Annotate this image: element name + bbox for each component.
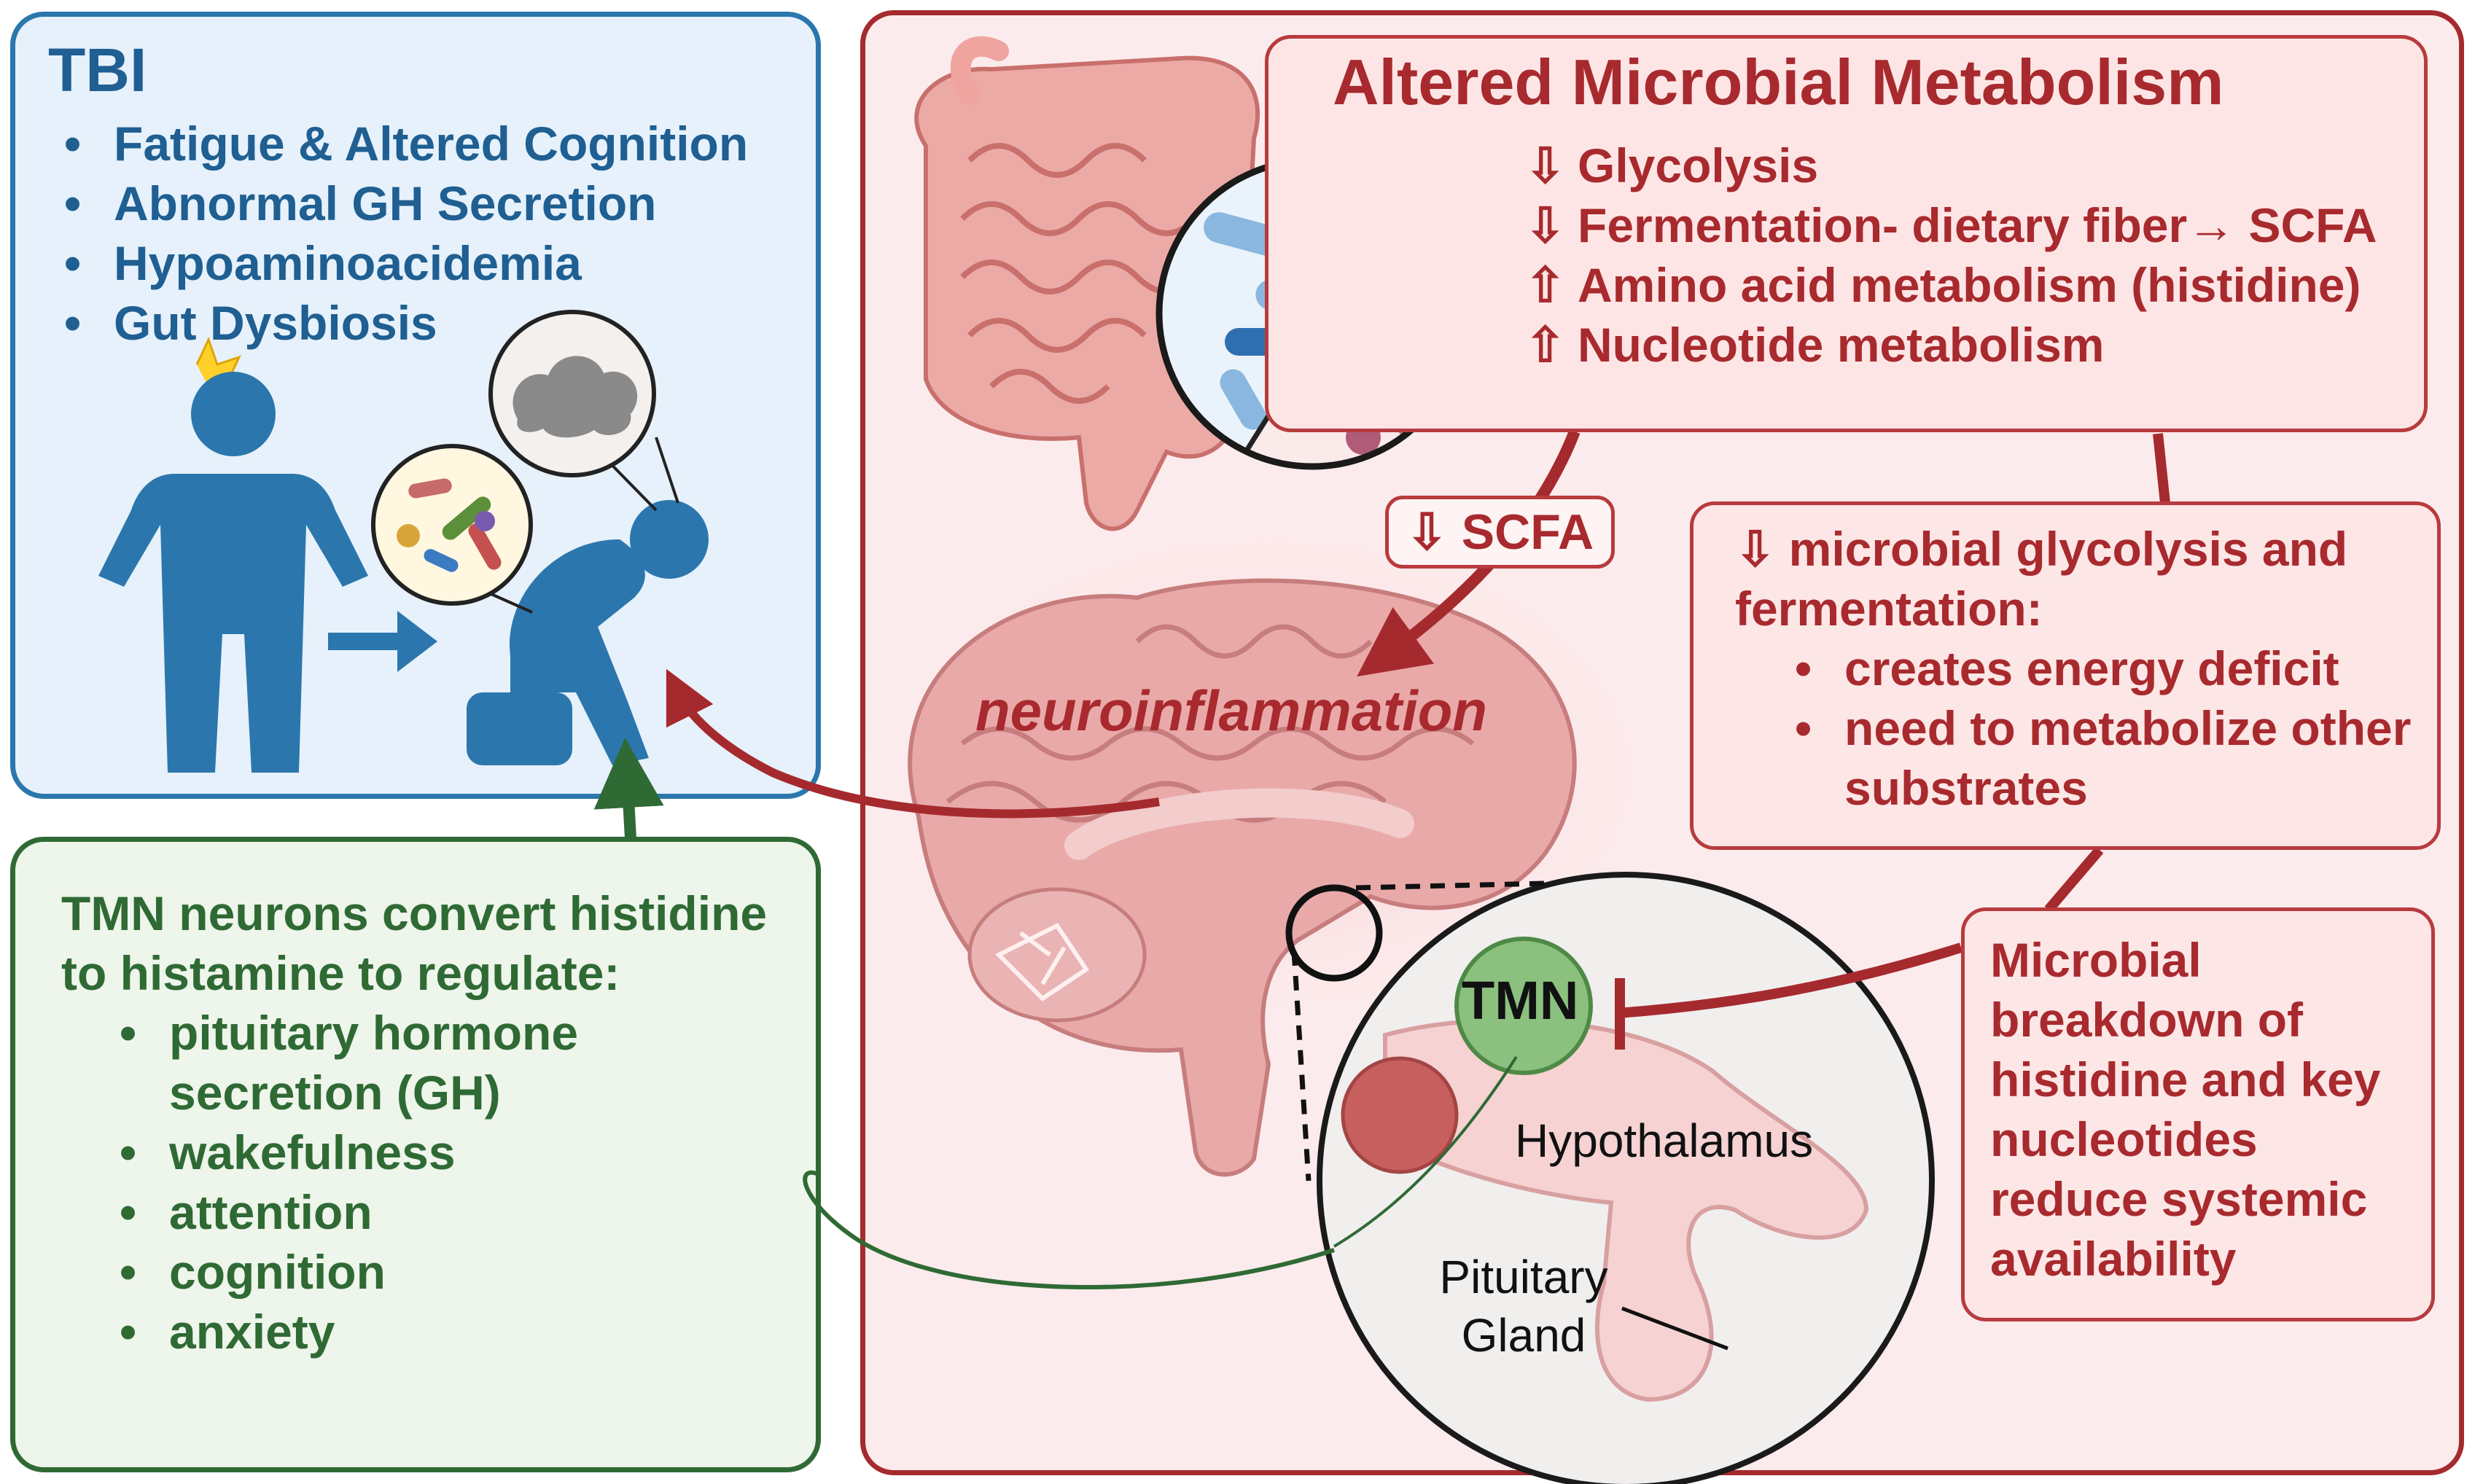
tmn-label: TMN [1462, 970, 1579, 1031]
histidine-breakdown-box [1961, 907, 2435, 1321]
list-item: attention [112, 1182, 798, 1242]
metabolism-title: Altered Microbial Metabolism [1333, 46, 2224, 118]
increase-arrow-icon: ⇧ [1525, 258, 1566, 312]
tmn-text: TMN neurons convert histidine to histami… [61, 883, 798, 1362]
brain-illustration [860, 510, 1677, 1177]
tmn-heading: TMN neurons convert histidine to histami… [61, 886, 768, 1000]
metabolism-change-list: ⇩Glycolysis ⇩Fermentation- dietary fiber… [1525, 136, 2377, 375]
list-item: ⇧Amino acid metabolism (histidine) [1525, 255, 2377, 315]
connectors [593, 429, 2170, 1289]
list-item: ⇩Fermentation- dietary fiber→ SCFA [1525, 195, 2377, 255]
glycolysis-list: creates energy deficit need to metaboliz… [1788, 638, 2435, 818]
increase-arrow-icon: ⇧ [1525, 318, 1566, 372]
list-item: wakefulness [112, 1122, 798, 1182]
tbi-title: TBI [48, 36, 147, 104]
list-item: anxiety [112, 1302, 798, 1362]
list-item: Gut Dysbiosis [57, 293, 815, 353]
glycolysis-text: ⇩ microbial glycolysis and fermentation:… [1735, 519, 2435, 818]
breakdown-text: Microbial breakdown of histidine and key… [1990, 933, 2381, 1286]
list-item: creates energy deficit [1788, 638, 2435, 698]
tmn-function-list: pituitary hormone secretion (GH) wakeful… [112, 1003, 798, 1362]
intestine-illustration [914, 36, 1260, 531]
neuroinflammation-label: neuroinflammation [975, 679, 1488, 743]
decrease-arrow-icon: ⇩ [1525, 198, 1566, 252]
list-item: ⇩Glycolysis [1525, 136, 2377, 195]
list-item: Fatigue & Altered Cognition [57, 114, 815, 173]
list-item: pituitary hormone secretion (GH) [112, 1003, 798, 1122]
pituitary-label: Pituitary Gland [1439, 1251, 1608, 1362]
list-item: ⇧Nucleotide metabolism [1525, 315, 2377, 375]
hypothalamus-label: Hypothalamus [1515, 1114, 1814, 1167]
tbi-symptom-list: Fatigue & Altered Cognition Abnormal GH … [57, 114, 815, 353]
glycolysis-heading: ⇩ microbial glycolysis and fermentation: [1735, 522, 2348, 636]
scfa-label: ⇩ SCFA [1385, 496, 1615, 569]
tbi-person-illustration [98, 310, 709, 773]
list-item: Hypoaminoacidemia [57, 233, 815, 293]
decrease-arrow-icon: ⇩ [1525, 138, 1566, 192]
list-item: need to metabolize other substrates [1788, 698, 2435, 818]
altered-metabolism-box [1265, 35, 2428, 432]
list-item: Abnormal GH Secretion [57, 173, 815, 233]
hypothalamus-zoom [1285, 872, 1935, 1484]
list-item: cognition [112, 1242, 798, 1302]
